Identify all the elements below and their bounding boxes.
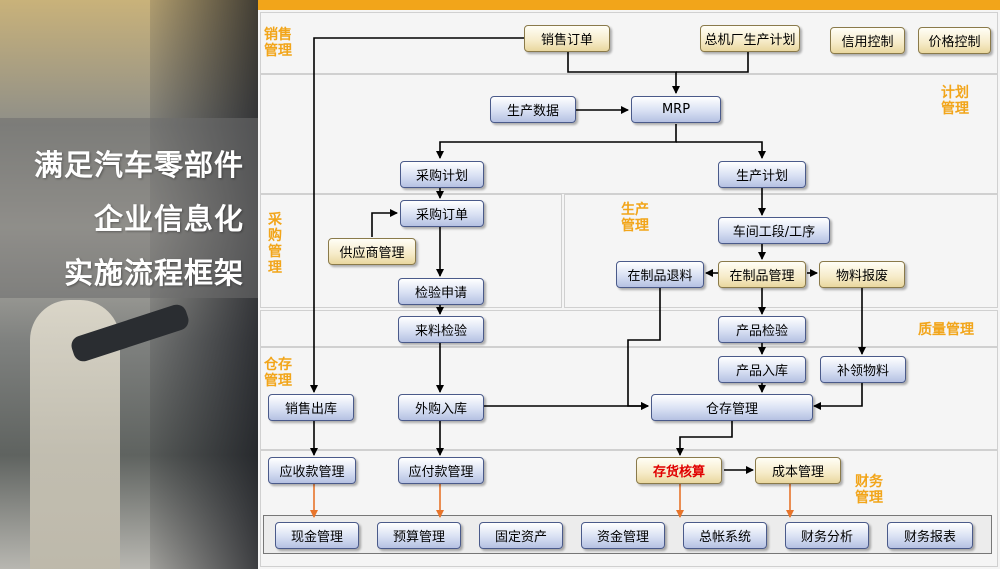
node-purchase-order: 采购订单 xyxy=(400,200,484,227)
node-payables: 应付款管理 xyxy=(398,457,484,484)
node-wip-mgmt: 在制品管理 xyxy=(718,261,806,288)
finance-module-general-ledger: 总帐系统 xyxy=(683,522,767,549)
node-credit-control: 信用控制 xyxy=(830,27,905,54)
finance-module-budget: 预算管理 xyxy=(377,522,461,549)
node-cost-mgmt: 成本管理 xyxy=(755,457,841,484)
node-workshop-process: 车间工段/工序 xyxy=(718,217,830,244)
title-line-2: 企业信息化 xyxy=(93,202,244,236)
node-sales-order: 销售订单 xyxy=(524,25,610,52)
node-inventory-accounting: 存货核算 xyxy=(636,457,722,484)
zone-label-warehouse: 仓存 管理 xyxy=(264,357,292,389)
node-production-data: 生产数据 xyxy=(490,96,576,123)
title-line-3: 实施流程框架 xyxy=(63,256,244,290)
zone-planning xyxy=(260,74,998,194)
finance-module-funds: 资金管理 xyxy=(581,522,665,549)
node-oem-plan: 总机厂生产计划 xyxy=(700,25,800,52)
zone-label-planning: 计划 管理 xyxy=(941,85,969,117)
zone-label-quality: 质量管理 xyxy=(918,322,974,338)
node-mrp: MRP xyxy=(631,96,721,123)
title-band xyxy=(0,118,258,298)
zone-label-finance: 财务 管理 xyxy=(855,474,883,506)
node-product-inspection: 产品检验 xyxy=(718,316,806,343)
finance-module-fixed-assets: 固定资产 xyxy=(479,522,563,549)
zone-label-purchasing: 采 购 管 理 xyxy=(268,212,282,276)
title-line-1: 满足汽车零部件 xyxy=(33,148,244,182)
node-incoming-inspection: 来料检验 xyxy=(398,316,484,343)
node-supplier-mgmt: 供应商管理 xyxy=(328,238,416,265)
finance-module-reports: 财务报表 xyxy=(887,522,973,549)
node-inspection-request: 检验申请 xyxy=(398,278,484,305)
node-material-replenish: 补领物料 xyxy=(820,356,906,383)
node-production-plan: 生产计划 xyxy=(718,161,806,188)
zone-label-production: 生产 管理 xyxy=(621,202,649,234)
node-material-scrap: 物料报废 xyxy=(819,261,905,288)
zone-production xyxy=(564,194,998,308)
node-purchase-plan: 采购计划 xyxy=(400,161,484,188)
node-warehouse-mgmt: 仓存管理 xyxy=(651,394,813,421)
node-sales-outbound: 销售出库 xyxy=(268,394,354,421)
flow-diagram xyxy=(258,10,1000,569)
node-wip-return: 在制品退料 xyxy=(616,261,704,288)
zone-quality xyxy=(260,310,998,347)
node-receivables: 应收款管理 xyxy=(268,457,356,484)
node-product-stockin: 产品入库 xyxy=(718,356,806,383)
left-photo-panel: 满足汽车零部件 企业信息化 实施流程框架 xyxy=(0,0,258,569)
node-purchase-stockin: 外购入库 xyxy=(398,394,484,421)
top-accent-bar xyxy=(258,0,1000,10)
finance-module-analysis: 财务分析 xyxy=(785,522,869,549)
zone-label-sales: 销售 管理 xyxy=(264,27,292,59)
finance-module-cash: 现金管理 xyxy=(275,522,359,549)
node-price-control: 价格控制 xyxy=(918,27,991,54)
